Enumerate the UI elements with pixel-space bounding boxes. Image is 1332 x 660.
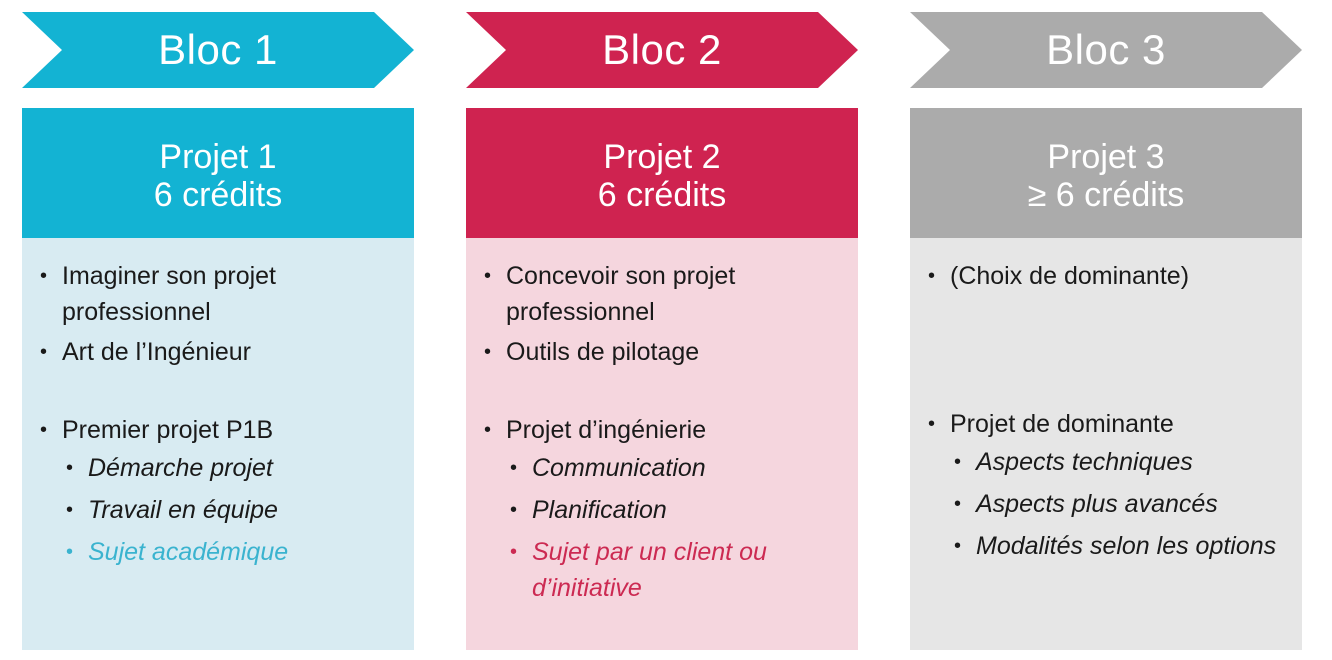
sub-list-item-highlight: Sujet par un client ou d’initiative — [506, 534, 844, 606]
sub-list: Démarche projet Travail en équipe Sujet … — [62, 450, 400, 570]
projet-1-list: Imaginer son projet professionnel Art de… — [36, 258, 400, 570]
chevron-arrow-shape — [22, 12, 414, 88]
sub-list-item: Communication — [506, 450, 844, 486]
group-title: Projet d’ingénierie — [506, 416, 707, 444]
list-item: Premier projet P1B Démarche projet Trava… — [36, 412, 400, 570]
bloc-column-3: Bloc 3 Projet 3 ≥ 6 crédits (Choix de do… — [910, 0, 1302, 660]
sub-list-item: Modalités selon les options — [950, 528, 1288, 564]
projet-3-body: (Choix de dominante) Projet de dominante… — [910, 238, 1302, 650]
projet-3-list: (Choix de dominante) Projet de dominante… — [924, 258, 1288, 564]
sub-list-item: Travail en équipe — [62, 492, 400, 528]
projet-1-body: Imaginer son projet professionnel Art de… — [22, 238, 414, 650]
projet-3-credits: ≥ 6 crédits — [1027, 176, 1185, 214]
projet-3-header: Projet 3 ≥ 6 crédits — [910, 108, 1302, 238]
list-item: Projet de dominante Aspects techniques A… — [924, 406, 1288, 564]
list-item: Outils de pilotage — [480, 334, 844, 370]
projet-2-credits: 6 crédits — [597, 176, 727, 214]
sub-list-item: Aspects plus avancés — [950, 486, 1288, 522]
group-title: Premier projet P1B — [62, 416, 274, 444]
group-title: Projet de dominante — [950, 410, 1174, 438]
bloc-column-2: Bloc 2 Projet 2 6 crédits Concevoir son … — [466, 0, 858, 660]
projet-2-header: Projet 2 6 crédits — [466, 108, 858, 238]
bloc-2-label: Bloc 2 — [602, 26, 722, 73]
bloc-column-1: Bloc 1 Projet 1 6 crédits Imaginer son p… — [22, 0, 414, 660]
sub-list-item: Aspects techniques — [950, 444, 1288, 480]
projet-1-credits: 6 crédits — [153, 176, 283, 214]
sub-list-item-highlight: Sujet académique — [62, 534, 400, 570]
projet-1-header: Projet 1 6 crédits — [22, 108, 414, 238]
projet-1-title: Projet 1 — [159, 138, 277, 176]
sub-list-item: Démarche projet — [62, 450, 400, 486]
bloc-2-chevron: Bloc 2 — [466, 12, 858, 88]
projet-2-list: Concevoir son projet professionnel Outil… — [480, 258, 844, 606]
bloc-1-label: Bloc 1 — [158, 26, 278, 73]
list-item: Concevoir son projet professionnel — [480, 258, 844, 330]
bloc-1-chevron: Bloc 1 — [22, 12, 414, 88]
list-item: Imaginer son projet professionnel — [36, 258, 400, 330]
chevron-arrow-shape — [910, 12, 1302, 88]
sub-list: Communication Planification Sujet par un… — [506, 450, 844, 606]
projet-2-body: Concevoir son projet professionnel Outil… — [466, 238, 858, 650]
projet-2-title: Projet 2 — [603, 138, 721, 176]
sub-list-item: Planification — [506, 492, 844, 528]
list-item: Projet d’ingénierie Communication Planif… — [480, 412, 844, 606]
projet-3-title: Projet 3 — [1047, 138, 1165, 176]
bloc-3-label: Bloc 3 — [1046, 26, 1166, 73]
list-item: Art de l’Ingénieur — [36, 334, 400, 370]
list-item: (Choix de dominante) — [924, 258, 1288, 294]
sub-list: Aspects techniques Aspects plus avancés … — [950, 444, 1288, 564]
chevron-arrow-shape — [466, 12, 858, 88]
bloc-3-chevron: Bloc 3 — [910, 12, 1302, 88]
